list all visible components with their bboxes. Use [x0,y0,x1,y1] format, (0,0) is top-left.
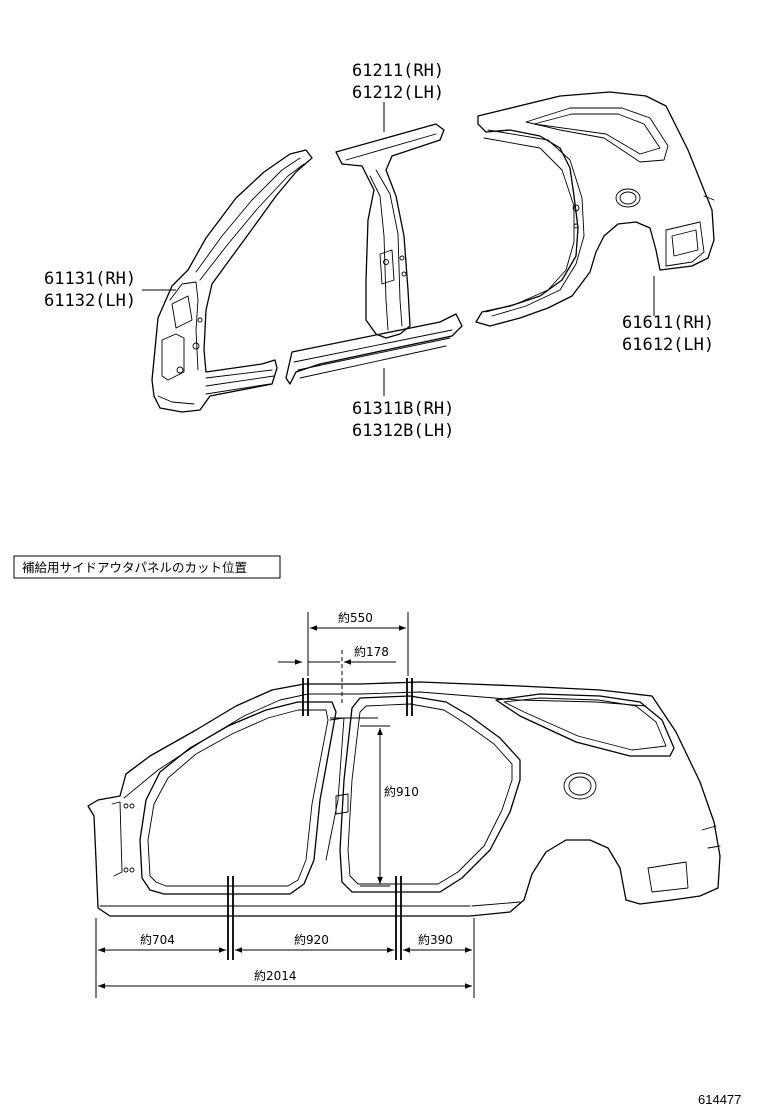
cut-lines [227,650,413,960]
dim-label-550: 約550 [338,610,373,625]
caption-text: 補給用サイドアウタパネルのカット位置 [22,560,247,575]
part-number-61212: 61212(LH) [352,83,444,103]
part-number-61312b: 61312B(LH) [352,421,454,441]
dimension-lines [95,612,475,998]
center-pillar-part [335,123,445,339]
dim-label-390: 約390 [418,932,453,947]
part-number-61132: 61132(LH) [44,291,136,311]
front-pillar-part [151,149,313,413]
part-number-61611: 61611(RH) [622,313,714,333]
quarter-panel-part [475,91,715,327]
part-number-61612: 61612(LH) [622,335,714,355]
part-number-61311b: 61311B(RH) [352,399,454,419]
dim-label-704: 約704 [140,932,175,947]
dim-label-2014: 約2014 [254,968,297,983]
dim-label-178: 約178 [354,644,389,659]
assembled-side-panel [87,681,721,917]
figure-number: 614477 [698,1092,741,1107]
part-number-61131: 61131(RH) [44,269,136,289]
caption-box [13,555,281,579]
dim-label-910: 約910 [384,784,419,799]
rocker-panel-part [285,313,463,385]
dim-label-920: 約920 [294,932,329,947]
part-number-61211: 61211(RH) [352,61,444,81]
